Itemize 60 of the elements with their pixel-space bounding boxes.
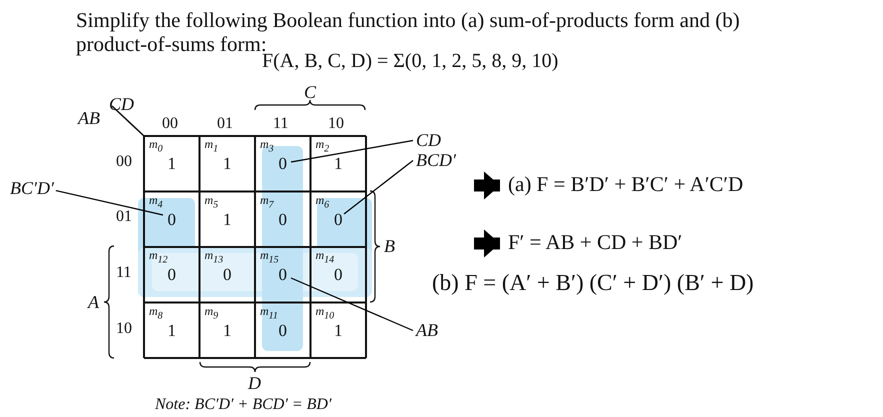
cell-value: 0 bbox=[278, 320, 288, 340]
equation: (a) F = B′D′ + B′C′ + A′C′D bbox=[500, 172, 744, 197]
cell-value: 0 bbox=[278, 154, 288, 174]
cell-value: 0 bbox=[333, 265, 344, 285]
block-arrow bbox=[474, 172, 500, 200]
minterm-label: m$_{11}$ bbox=[260, 304, 278, 321]
equation: (b) F = (A′ + B′) (C′ + D′) (B′ + D) bbox=[432, 270, 754, 296]
cell-value: 1 bbox=[222, 154, 232, 174]
axis-label: A bbox=[88, 292, 99, 313]
leader-line bbox=[56, 190, 164, 216]
row-header: 10 bbox=[116, 320, 132, 338]
axis-label: AB bbox=[78, 108, 100, 129]
minterm-label: m$_{3}$ bbox=[260, 137, 274, 154]
minterm-label: m$_{7}$ bbox=[260, 192, 274, 210]
minterm-label: m$_{2}$ bbox=[316, 137, 330, 154]
cell-value: 1 bbox=[166, 154, 177, 174]
cell-value: 1 bbox=[166, 320, 177, 340]
minterm-label: m$_{5}$ bbox=[204, 192, 218, 210]
minterm-label: m$_{10}$ bbox=[316, 304, 334, 321]
row-header: 01 bbox=[116, 208, 132, 226]
cell-value: 0 bbox=[166, 210, 177, 230]
minterm-label: m$_{8}$ bbox=[149, 304, 163, 321]
cell-value: 0 bbox=[222, 265, 232, 285]
minterm-label: m$_{0}$ bbox=[149, 137, 163, 154]
axis-label: B bbox=[384, 236, 395, 257]
cell-value: 0 bbox=[278, 210, 288, 230]
minterm-label: m$_{4}$ bbox=[149, 192, 163, 210]
cell-value: 1 bbox=[222, 320, 232, 340]
cell-value: 1 bbox=[333, 154, 344, 174]
cell-value: 0 bbox=[278, 265, 288, 285]
minterm-label: m$_{1}$ bbox=[204, 137, 218, 154]
equation: F′ = AB + CD + BD′ bbox=[500, 230, 682, 255]
column-header: 00 bbox=[162, 115, 178, 133]
column-header: 10 bbox=[328, 115, 344, 133]
axis-label: CD bbox=[109, 94, 134, 115]
minterm-label: m$_{6}$ bbox=[316, 192, 330, 210]
minterm-label: m$_{9}$ bbox=[204, 304, 218, 321]
axis-label: C bbox=[304, 82, 316, 103]
leader-label: AB bbox=[416, 320, 438, 341]
leader-label: CD bbox=[416, 130, 442, 151]
row-header: 11 bbox=[116, 264, 132, 282]
minterm-label: m$_{14}$ bbox=[316, 248, 334, 266]
leader-label: BC′D′ bbox=[10, 178, 54, 199]
cell-value: 1 bbox=[333, 320, 344, 340]
column-header: 01 bbox=[217, 115, 233, 133]
cell-value: 0 bbox=[333, 210, 344, 230]
minterm-label: m$_{13}$ bbox=[204, 248, 224, 266]
note: Note: BC′D′ + BCD′ = BD′ bbox=[155, 396, 332, 414]
block-arrow bbox=[474, 230, 500, 258]
axis-label: D bbox=[248, 373, 261, 394]
leader-line bbox=[290, 140, 414, 163]
minterm-label: m$_{15}$ bbox=[260, 248, 279, 266]
cell-value: 1 bbox=[222, 210, 232, 230]
cell-value: 0 bbox=[166, 265, 177, 285]
leader-line bbox=[344, 160, 414, 214]
minterm-label: m$_{12}$ bbox=[149, 248, 168, 266]
leader-line bbox=[290, 277, 414, 332]
row-header: 00 bbox=[116, 153, 132, 171]
leader-label: BCD′ bbox=[416, 150, 456, 171]
column-header: 11 bbox=[273, 115, 288, 133]
